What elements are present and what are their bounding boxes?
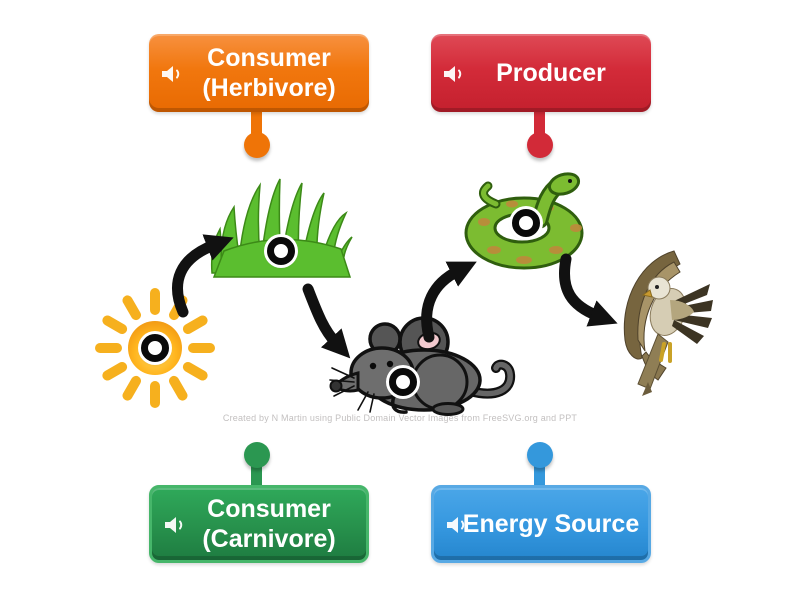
speaker-icon[interactable] <box>445 513 469 535</box>
target-dot-mouse[interactable] <box>389 368 417 396</box>
speaker-icon[interactable] <box>160 62 184 84</box>
speaker-icon[interactable] <box>442 62 466 84</box>
label-stem-carnivore <box>251 458 262 490</box>
attribution-text: Created by N Martin using Public Domain … <box>222 413 578 423</box>
label-stem-herbivore <box>251 106 262 140</box>
hawk-image <box>612 248 714 403</box>
label-pin-producer[interactable] <box>527 132 553 158</box>
label-consumer-herbivore[interactable]: Consumer (Herbivore) <box>149 34 369 112</box>
label-text: Consumer (Carnivore) <box>202 495 336 553</box>
label-pin-carnivore[interactable] <box>244 442 270 468</box>
label-producer[interactable]: Producer <box>431 34 651 112</box>
label-text: Energy Source <box>462 510 640 538</box>
label-pin-herbivore[interactable] <box>244 132 270 158</box>
label-text: Consumer (Herbivore) <box>202 44 336 102</box>
label-stem-producer <box>534 106 545 140</box>
target-dot-grass[interactable] <box>267 237 295 265</box>
label-consumer-carnivore[interactable]: Consumer (Carnivore) <box>149 485 369 563</box>
speaker-icon[interactable] <box>163 513 187 535</box>
grass-image <box>208 173 356 286</box>
label-energy-source[interactable]: Energy Source <box>431 485 651 563</box>
target-dot-sun[interactable] <box>141 334 169 362</box>
target-dot-snake[interactable] <box>512 209 540 237</box>
mouse-image <box>328 316 516 421</box>
label-pin-energy[interactable] <box>527 442 553 468</box>
label-text: Producer <box>496 59 606 87</box>
label-stem-energy <box>534 458 545 490</box>
